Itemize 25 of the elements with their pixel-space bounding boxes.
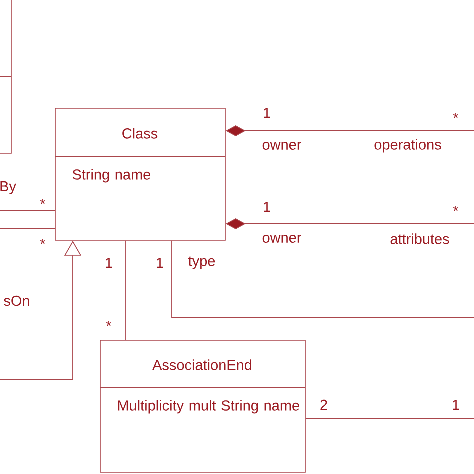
- multiplicity-label: *: [40, 239, 46, 244]
- multiplicity-label: *: [106, 321, 112, 326]
- role-label: type: [188, 256, 216, 270]
- multiplicity-label: 1: [264, 202, 270, 212]
- association-line: [0, 228, 56, 230]
- role-label: sOn: [4, 296, 30, 306]
- role-label: attributes: [390, 234, 450, 244]
- role-label: By: [0, 182, 16, 194]
- multiplicity-label: 1: [264, 108, 270, 118]
- multiplicity-label: 1: [106, 258, 112, 268]
- multiplicity-label: *: [453, 113, 459, 118]
- association-line: [305, 418, 474, 420]
- multiplicity-label: *: [40, 199, 46, 204]
- class-box: Class String name: [54, 108, 226, 241]
- role-label: owner: [262, 235, 302, 243]
- class-box: [0, 0, 12, 154]
- role-label: operations: [374, 139, 442, 153]
- multiplicity-label: 1: [453, 400, 460, 410]
- multiplicity-label: 2: [320, 400, 328, 410]
- role-label: owner: [262, 142, 302, 150]
- class-box: AssociationEnd Multiplicity mult String name: [100, 340, 306, 473]
- multiplicity-label: *: [453, 206, 459, 212]
- association-line: [172, 240, 474, 318]
- multiplicity-label: 1: [157, 258, 164, 268]
- association-line: [0, 210, 56, 212]
